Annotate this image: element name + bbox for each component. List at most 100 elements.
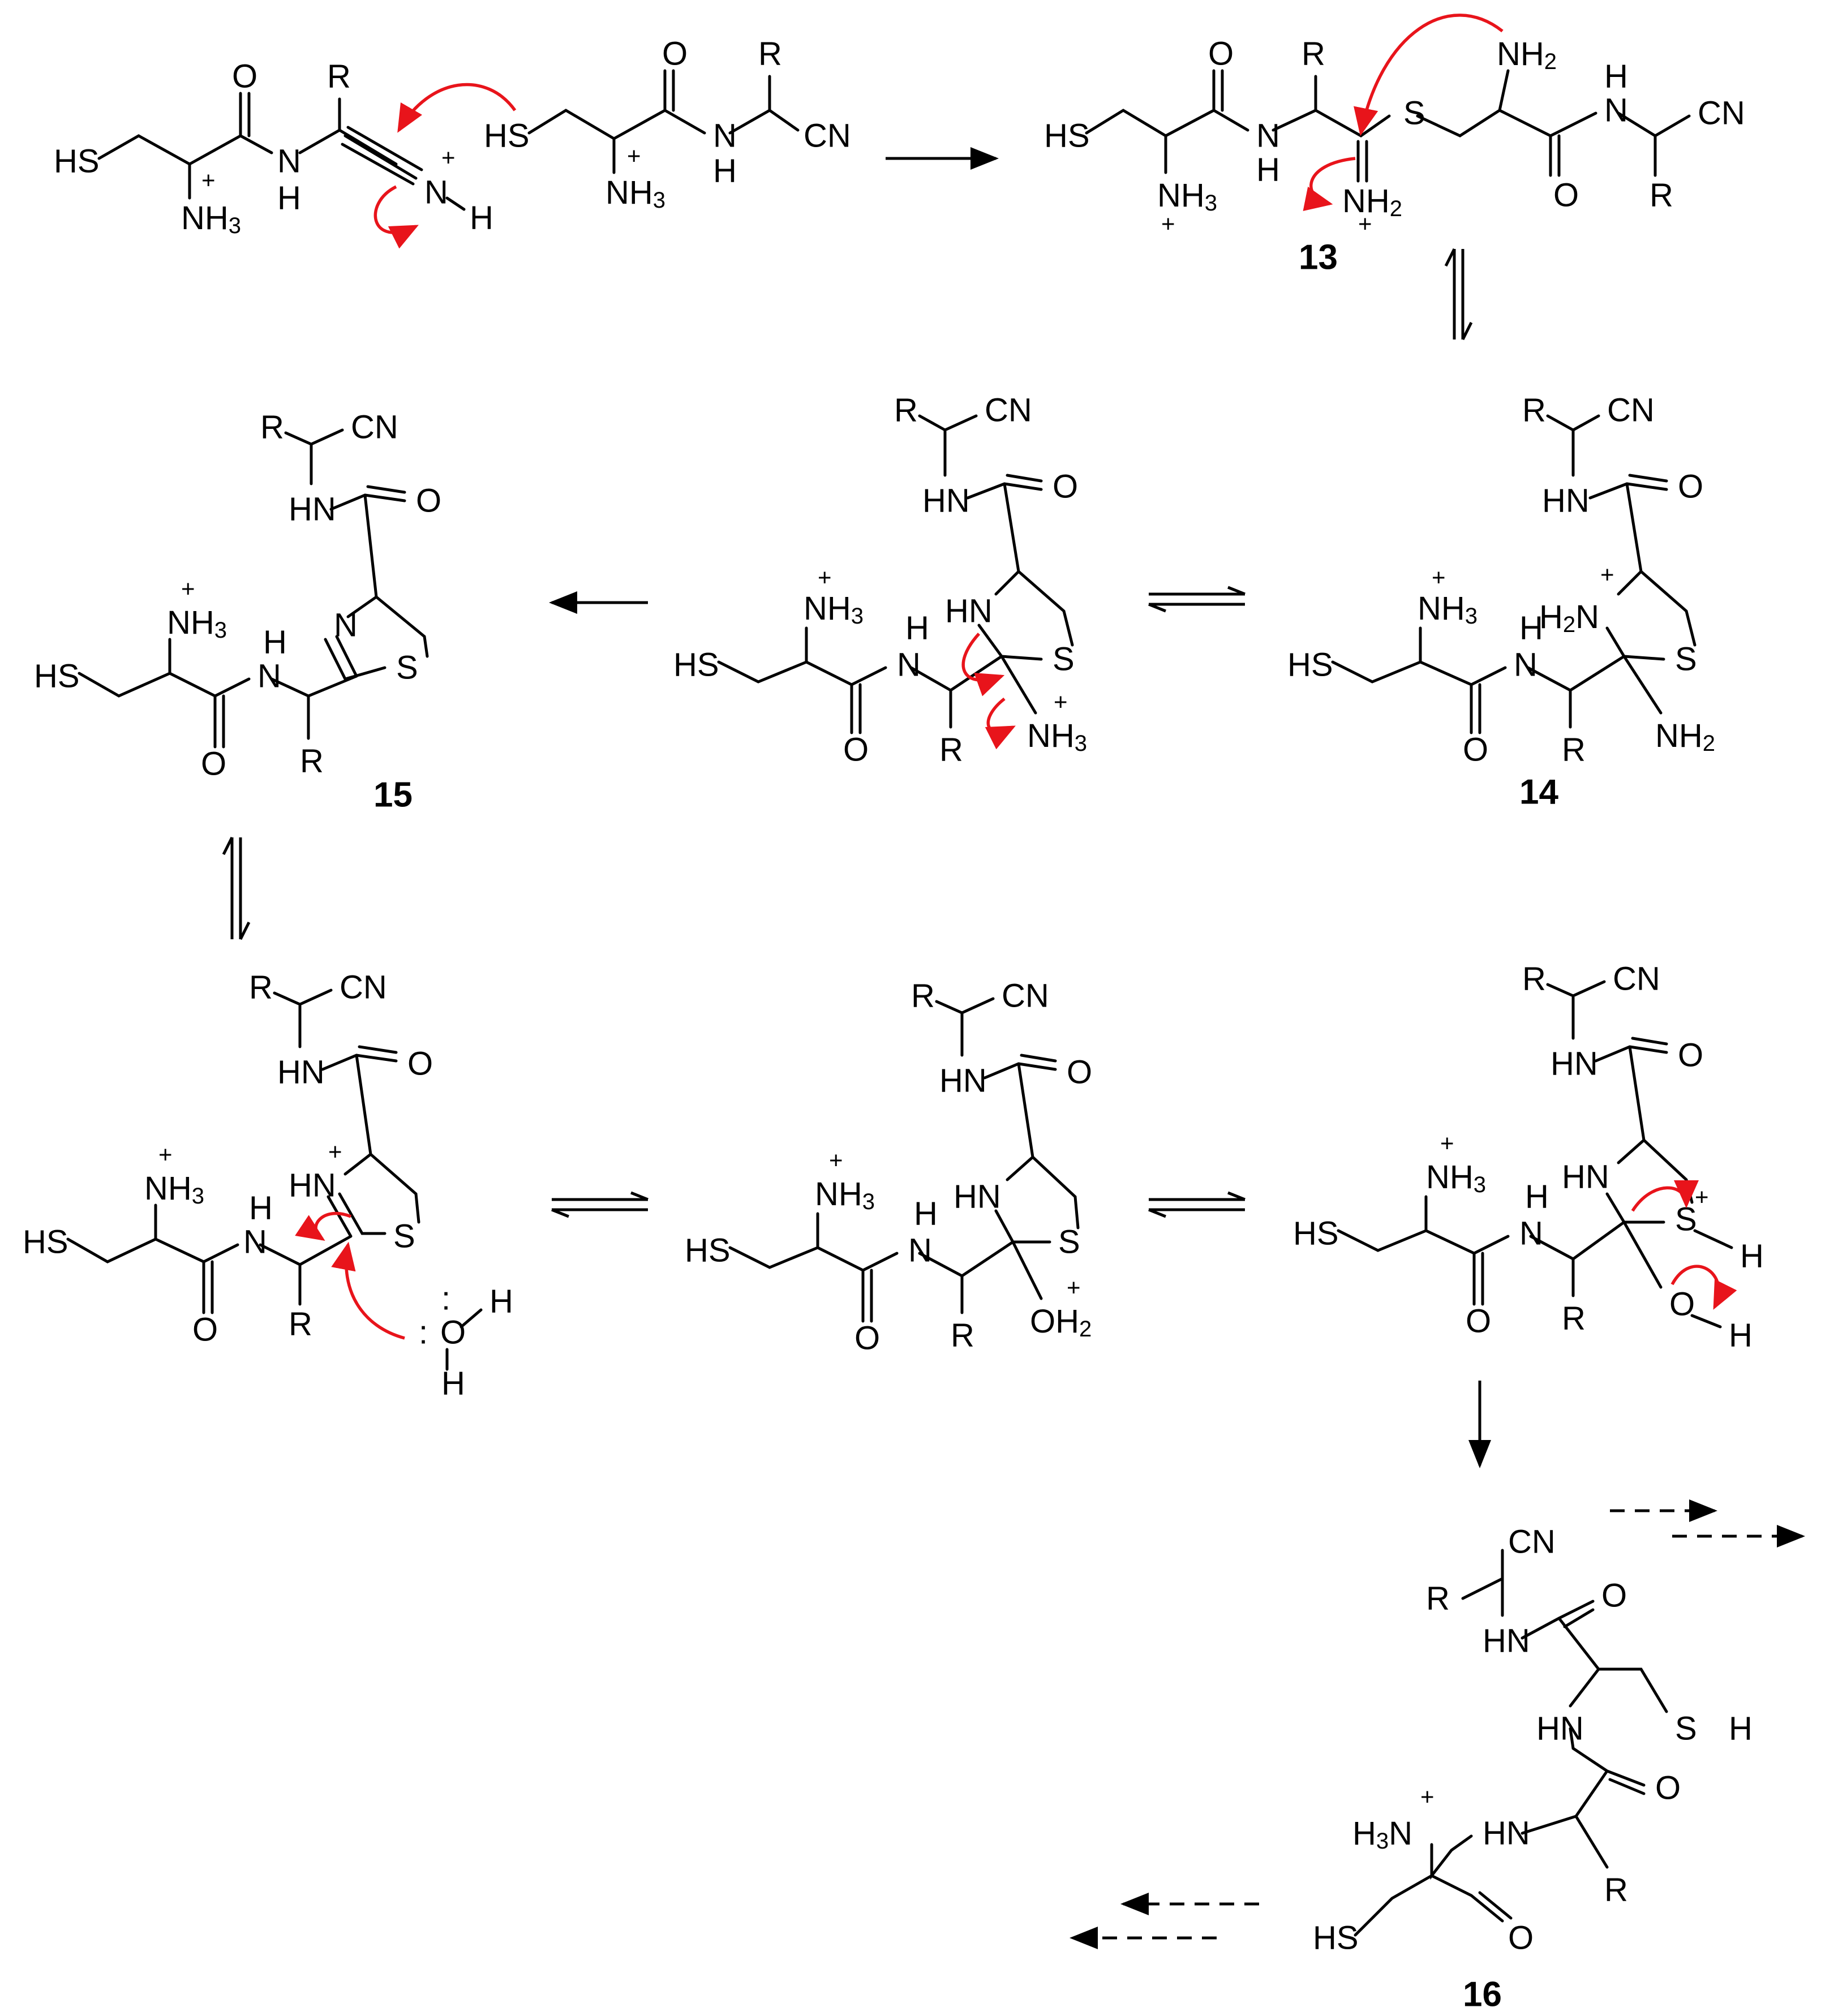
atom-amide-n: N xyxy=(1519,1215,1543,1252)
atom-amide-n: N xyxy=(257,658,281,695)
atom-carbonyl-o: O xyxy=(1208,36,1234,72)
charge-plus: + xyxy=(829,1147,843,1174)
charge-plus: + xyxy=(1358,210,1372,237)
atom-ammonium: NH3 xyxy=(1027,717,1087,756)
curly-arrow-triple-bond xyxy=(373,185,419,249)
atom-hydroxyl-h: H xyxy=(1729,1317,1753,1354)
equilibrium-arrow-2 xyxy=(1148,586,1246,613)
atom-r: R xyxy=(1522,392,1546,429)
atom-r: R xyxy=(1522,961,1546,998)
atom-r: R xyxy=(289,1306,312,1343)
atom-ammonium: NH3 xyxy=(1426,1159,1486,1198)
atom-r: R xyxy=(894,392,918,429)
atom-ammonium: NH3 xyxy=(144,1170,204,1209)
atom-cyano: CN xyxy=(804,118,851,154)
atom-ammonium: NH3 xyxy=(815,1176,875,1215)
atom-ammonium: NH3 xyxy=(181,200,241,239)
atom-amide-n: HN xyxy=(922,483,970,519)
atom-ammonium: NH3 xyxy=(804,590,864,629)
atom-ring-n: HN xyxy=(954,1179,1001,1215)
charge-plus: + xyxy=(1440,1130,1454,1157)
atom-r: R xyxy=(1562,732,1586,768)
atom-cyano: CN xyxy=(1613,961,1660,998)
atom-ring-s: S xyxy=(1053,641,1075,678)
atom-ammonium: NH3 xyxy=(167,604,227,643)
charge-plus: + xyxy=(201,167,216,194)
charge-plus: + xyxy=(1695,1184,1709,1210)
atom-cyano: CN xyxy=(985,392,1032,429)
atom-carbonyl-o: O xyxy=(854,1320,880,1357)
atom-nitrilium-n: N xyxy=(424,174,448,211)
atom-r: R xyxy=(1604,1872,1628,1908)
atom-carbonyl-o: O xyxy=(662,36,688,72)
atom-amine: NH2 xyxy=(1497,36,1557,75)
atom-amide-h: H xyxy=(905,610,929,647)
atom-oxonium: OH2 xyxy=(1030,1303,1092,1342)
atom-thiol-s: S xyxy=(1675,1710,1697,1747)
atom-carbonyl-o: O xyxy=(1601,1577,1627,1614)
atom-thiol: HS xyxy=(34,658,80,695)
charge-plus: + xyxy=(627,143,641,169)
atom-amide-n: HN xyxy=(277,1054,325,1091)
atom-amide-n: N xyxy=(1256,118,1280,154)
atom-carbonyl-o: O xyxy=(407,1046,433,1082)
atom-amide-h: H xyxy=(263,624,287,661)
atom-r: R xyxy=(327,58,351,95)
atom-water-h: H xyxy=(441,1365,465,1402)
atom-amide-n: HN xyxy=(1536,1710,1584,1747)
atom-ring-s: S xyxy=(393,1218,415,1255)
charge-plus: + xyxy=(1432,564,1446,591)
atom-ring-s: S xyxy=(1058,1224,1080,1261)
charge-plus: + xyxy=(1067,1274,1081,1301)
atom-amide-h: H xyxy=(914,1196,938,1232)
atom-cyano: CN xyxy=(1698,95,1745,132)
intermediate-thiazolidine-ammonium: R CN HN O NH3 + HS H N O HN S R NH3 + xyxy=(673,392,1087,768)
curly-arrow-s-bond xyxy=(1631,1180,1699,1212)
atom-ring-n: HN xyxy=(1562,1159,1609,1196)
atom-ammonium: H3N xyxy=(1352,1815,1412,1854)
atom-carbonyl-o: O xyxy=(1466,1303,1491,1340)
equilibrium-arrow-vertical-1 xyxy=(1444,248,1473,341)
atom-thiol: HS xyxy=(484,118,530,154)
lone-pair: : xyxy=(419,1314,428,1351)
atom-carbonyl-o: O xyxy=(1553,177,1579,214)
curly-arrow-water-attack xyxy=(331,1241,405,1340)
atom-r: R xyxy=(758,36,782,72)
atom-amide-h: H xyxy=(1256,152,1280,188)
atom-amide-h: H xyxy=(1604,58,1628,95)
atom-amide-n: HN xyxy=(1542,483,1590,519)
equilibrium-arrow-5 xyxy=(1148,1191,1246,1218)
charge-plus: + xyxy=(441,144,456,171)
atom-r: R xyxy=(1302,36,1325,72)
label-13: 13 xyxy=(1299,238,1338,277)
charge-plus: + xyxy=(1600,561,1614,588)
atom-sulfonium-s: S xyxy=(1675,1201,1697,1238)
atom-ammonium: NH3 xyxy=(1418,590,1478,629)
equilibrium-arrow-vertical-3 xyxy=(222,836,251,940)
atom-amide-h: H xyxy=(249,1190,273,1227)
compound-14: R CN HN O NH3 + HS H N O H2N + S R NH2 1… xyxy=(1287,392,1715,812)
curly-arrow-amine-attack xyxy=(1354,14,1504,136)
atom-r: R xyxy=(260,409,284,446)
atom-carbonyl-o: O xyxy=(1053,468,1078,505)
curly-arrow-ring-n xyxy=(961,633,1005,697)
atom-thiol: HS xyxy=(54,143,100,180)
equilibrium-arrow-4 xyxy=(551,1191,648,1218)
atom-r: R xyxy=(300,743,324,780)
intermediate-sulfonium: R CN HN O NH3 + HS H N O HN S + H R O H xyxy=(1293,961,1764,1354)
atom-thioether-s: S xyxy=(1403,95,1425,132)
label-15: 15 xyxy=(373,776,413,815)
curly-arrow-thiol-attack xyxy=(397,83,517,133)
curly-arrow-iminium-bond xyxy=(295,1211,352,1241)
atom-r: R xyxy=(1426,1580,1450,1617)
charge-plus: + xyxy=(328,1138,342,1165)
atom-cyano: CN xyxy=(351,409,398,446)
atom-iminium: NH2 xyxy=(1342,183,1402,222)
atom-amide-n: N xyxy=(277,143,301,180)
charge-plus: + xyxy=(1420,1783,1435,1810)
label-16: 16 xyxy=(1463,1975,1502,2014)
atom-r: R xyxy=(1562,1300,1586,1337)
atom-amide-h: H xyxy=(277,180,301,217)
atom-r: R xyxy=(951,1317,974,1354)
atom-amide-n: N xyxy=(908,1232,932,1269)
